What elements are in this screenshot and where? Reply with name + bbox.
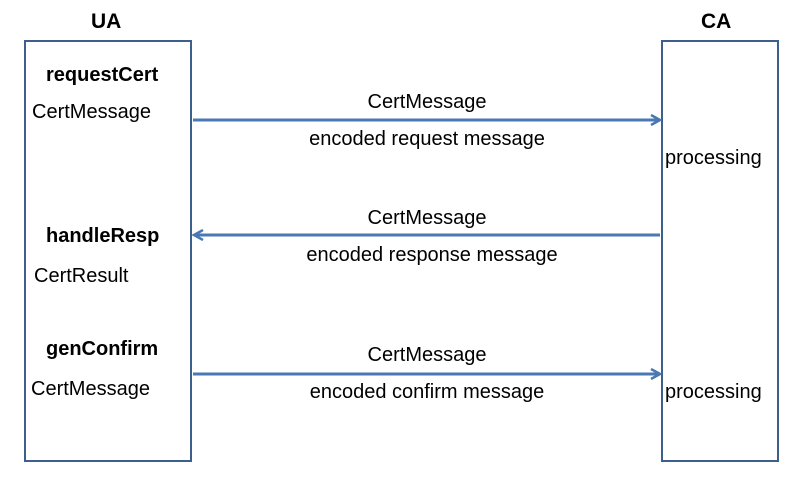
ua-function-gen-confirm: genConfirm bbox=[46, 338, 159, 360]
ua-value-request-cert: CertMessage bbox=[32, 101, 151, 123]
request-message-description: encoded request message bbox=[309, 128, 545, 150]
confirm-message-type: CertMessage bbox=[367, 344, 487, 366]
ua-value-handle-resp: CertResult bbox=[34, 265, 129, 287]
ca-title: CA bbox=[701, 10, 732, 33]
confirm-message-description: encoded confirm message bbox=[309, 381, 545, 403]
ca-lane bbox=[661, 40, 779, 462]
ua-title: UA bbox=[91, 10, 122, 33]
ua-function-handle-resp: handleResp bbox=[46, 225, 160, 247]
ua-function-request-cert: requestCert bbox=[46, 64, 159, 86]
ca-processing-note-2: processing bbox=[665, 381, 762, 403]
request-message-type: CertMessage bbox=[367, 91, 487, 113]
response-message-description: encoded response message bbox=[306, 244, 558, 266]
ca-processing-note-1: processing bbox=[665, 147, 762, 169]
response-message-type: CertMessage bbox=[367, 207, 487, 229]
ua-value-gen-confirm: CertMessage bbox=[31, 378, 150, 400]
ua-lane bbox=[24, 40, 192, 462]
